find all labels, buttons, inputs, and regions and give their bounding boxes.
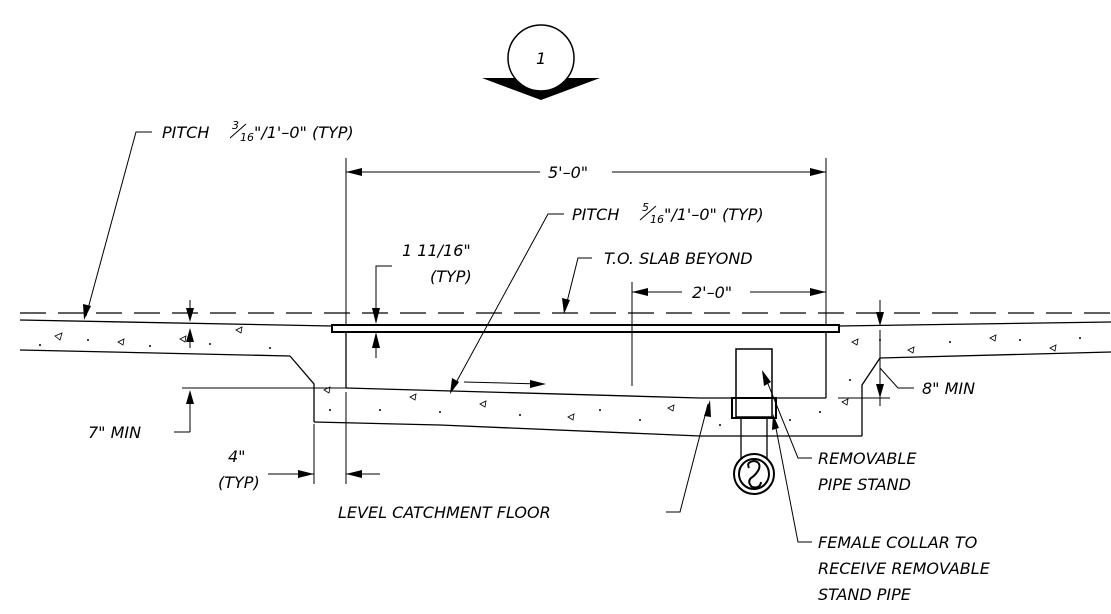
- to-slab-text: T.O. SLAB BEYOND: [604, 249, 753, 268]
- level-floor-text: LEVEL CATCHMENT FLOOR: [338, 503, 551, 522]
- dim-1-11-16: 1 11/16" (TYP): [372, 241, 472, 358]
- pitch-inner-num: 5: [642, 201, 649, 214]
- concrete-aggregate-hatch: [39, 326, 1081, 426]
- collar-callout: FEMALE COLLAR TO RECEIVE REMOVABLE STAND…: [772, 414, 991, 604]
- dim-5ft: 5'–0": [345, 158, 827, 326]
- dim-5ft-text: 5'–0": [548, 163, 588, 182]
- pitch-top-callout: PITCH 3 16 "/1'–0" (TYP): [83, 119, 354, 320]
- pitch-inner-den: 16: [650, 213, 664, 226]
- dim-4-typ: 4" (TYP): [218, 392, 380, 492]
- pipe-stand-callout: REMOVABLE PIPE STAND: [762, 370, 917, 494]
- dim-8-min: 8" MIN: [838, 300, 975, 406]
- pitch-inner-callout: PITCH 5 16 "/1'–0" (TYP): [450, 201, 764, 394]
- dim-2ft-text: 2'–0": [692, 283, 732, 302]
- to-slab-leader: T.O. SLAB BEYOND: [562, 249, 753, 314]
- section-marker: 1: [482, 24, 600, 100]
- pitch-inner-suffix: "/1'–0" (TYP): [664, 205, 764, 224]
- dim-1-11-16-line1: 1 11/16": [402, 241, 471, 260]
- collar-line3: STAND PIPE: [818, 585, 912, 604]
- pipe-stand-line1: REMOVABLE: [818, 449, 917, 468]
- pitch-top-suffix: "/1'–0" (TYP): [254, 123, 354, 142]
- dim-1-11-16-line2: (TYP): [430, 267, 472, 286]
- level-floor-callout: LEVEL CATCHMENT FLOOR: [338, 400, 711, 522]
- pitch-top-prefix: PITCH: [162, 123, 209, 142]
- dim-2ft: 2'–0": [631, 282, 826, 386]
- pitch-top-den: 16: [240, 131, 254, 144]
- pitch-inner-prefix: PITCH: [572, 205, 619, 224]
- pitch-top-num: 3: [232, 119, 239, 132]
- pipe-cross-section: [733, 453, 775, 495]
- removable-pipe-stand: [731, 348, 777, 458]
- dim-4-line2: (TYP): [218, 473, 260, 492]
- left-slab-thickness: [186, 300, 194, 348]
- slab-and-basin: [19, 319, 1111, 437]
- collar-line2: RECEIVE REMOVABLE: [818, 559, 991, 578]
- dim-7-min-text: 7" MIN: [88, 423, 141, 442]
- dim-7-min: 7" MIN: [88, 387, 346, 442]
- collar-line1: FEMALE COLLAR TO: [818, 533, 977, 552]
- pipe-stand-line2: PIPE STAND: [818, 475, 911, 494]
- svg-text:PITCH: PITCH: [162, 123, 209, 142]
- section-number: 1: [536, 49, 546, 68]
- dim-8-min-text: 8" MIN: [922, 379, 975, 398]
- dim-4-line1: 4": [228, 447, 246, 466]
